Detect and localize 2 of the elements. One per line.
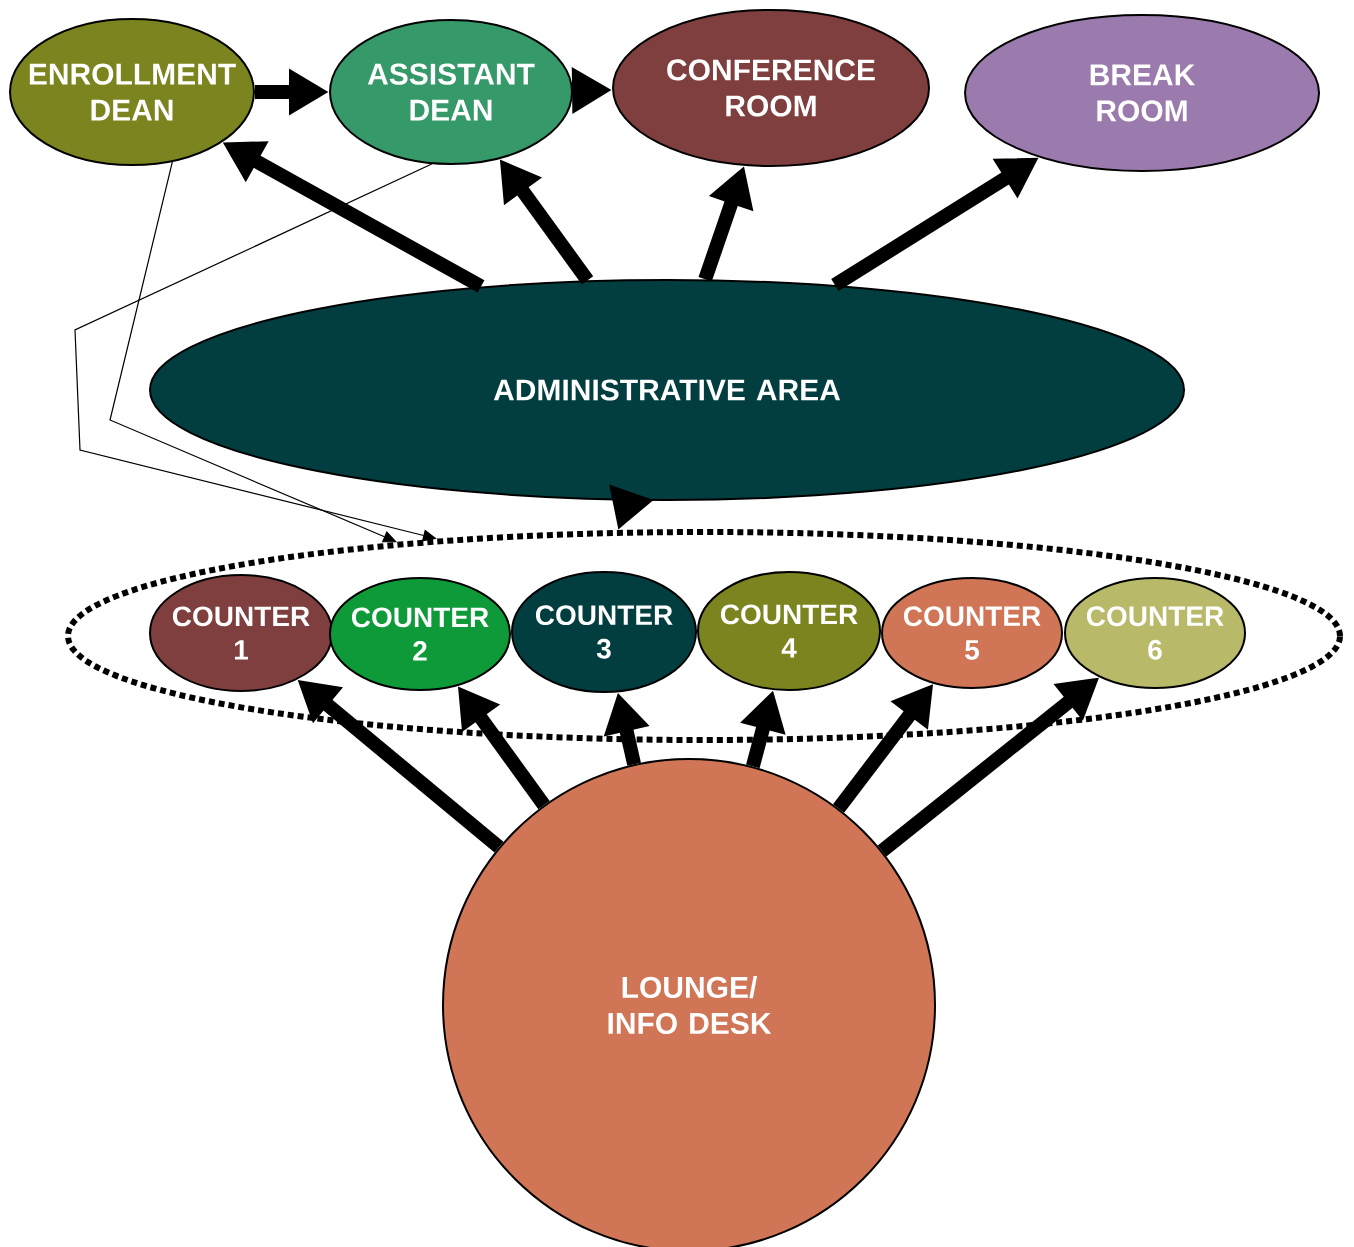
- group-ellipse: [65, 529, 1343, 743]
- arrow: [74, 163, 437, 542]
